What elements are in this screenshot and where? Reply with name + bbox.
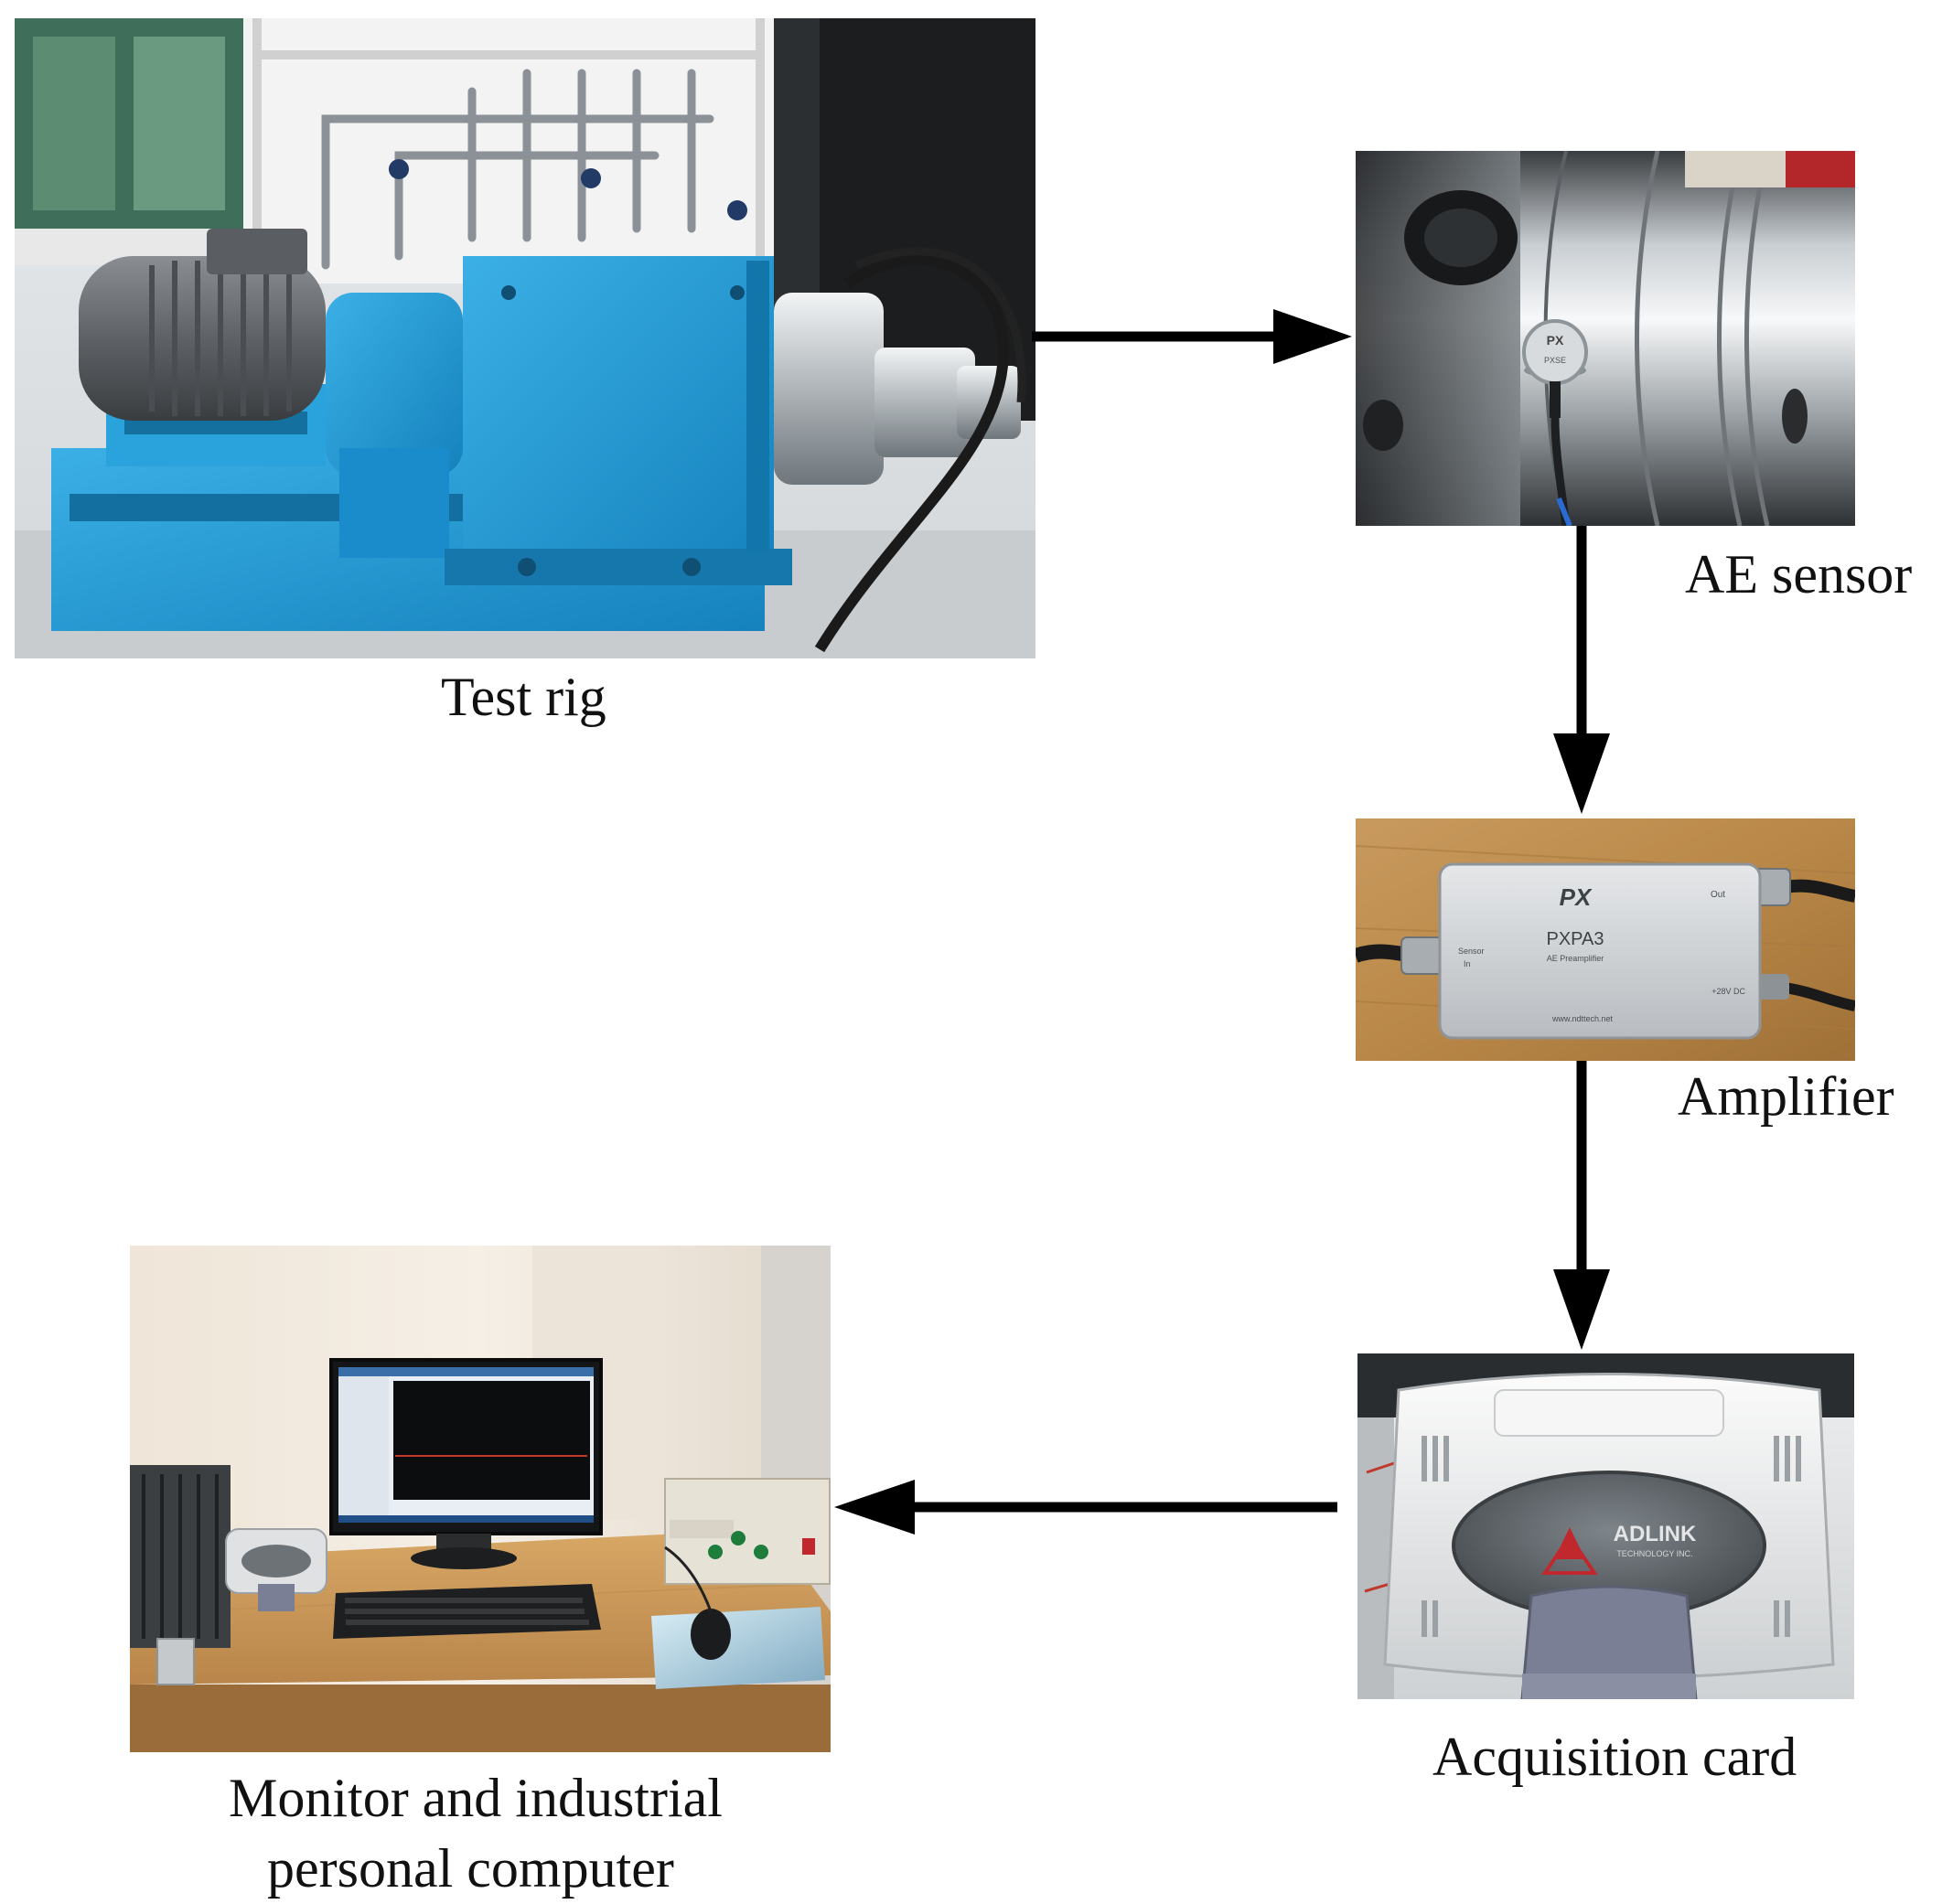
ae-sensor-logo: PX [1547, 333, 1564, 348]
amplifier-url: www.ndttech.net [1551, 1014, 1614, 1023]
acquisition-card-brand: ADLINK [1614, 1522, 1697, 1546]
caption-test-rig: Test rig [441, 667, 606, 727]
arrow-amplifier-to-acquisition-card [1553, 1061, 1610, 1350]
caption-computer-line1: Monitor and industrial [229, 1768, 723, 1828]
amplifier-subtitle: AE Preamplifier [1547, 954, 1604, 963]
caption-ae-sensor: AE sensor [1685, 544, 1913, 604]
amplifier-model: PXPA3 [1547, 929, 1604, 949]
caption-computer-line2: personal computer [267, 1838, 674, 1899]
caption-amplifier: Amplifier [1678, 1066, 1894, 1127]
acquisition-card-brand-sub: TECHNOLOGY INC. [1616, 1549, 1692, 1558]
amplifier-logo: PX [1560, 883, 1593, 911]
arrow-acquisition-card-to-computer [834, 1480, 1337, 1535]
arrow-ae-sensor-to-amplifier [1553, 526, 1610, 814]
arrow-test-rig-to-ae-sensor [1032, 309, 1352, 364]
ae-sensor-photo: PX PXSE [1356, 151, 1855, 526]
ae-sensor-model-text: PXSE [1544, 356, 1566, 365]
caption-acquisition-card: Acquisition card [1432, 1727, 1797, 1787]
amplifier-port-in-line2: In [1464, 959, 1471, 968]
computer-photo [130, 1246, 831, 1752]
amplifier-port-power: +28V DC [1711, 987, 1745, 996]
test-rig-photo [15, 18, 1035, 658]
acquisition-card-photo: ADLINK TECHNOLOGY INC. [1357, 1353, 1854, 1699]
amplifier-port-out: Out [1711, 890, 1725, 900]
amplifier-port-in-line1: Sensor [1458, 947, 1485, 956]
amplifier-photo: PX PXPA3 AE Preamplifier Out Sensor In +… [1356, 818, 1855, 1061]
